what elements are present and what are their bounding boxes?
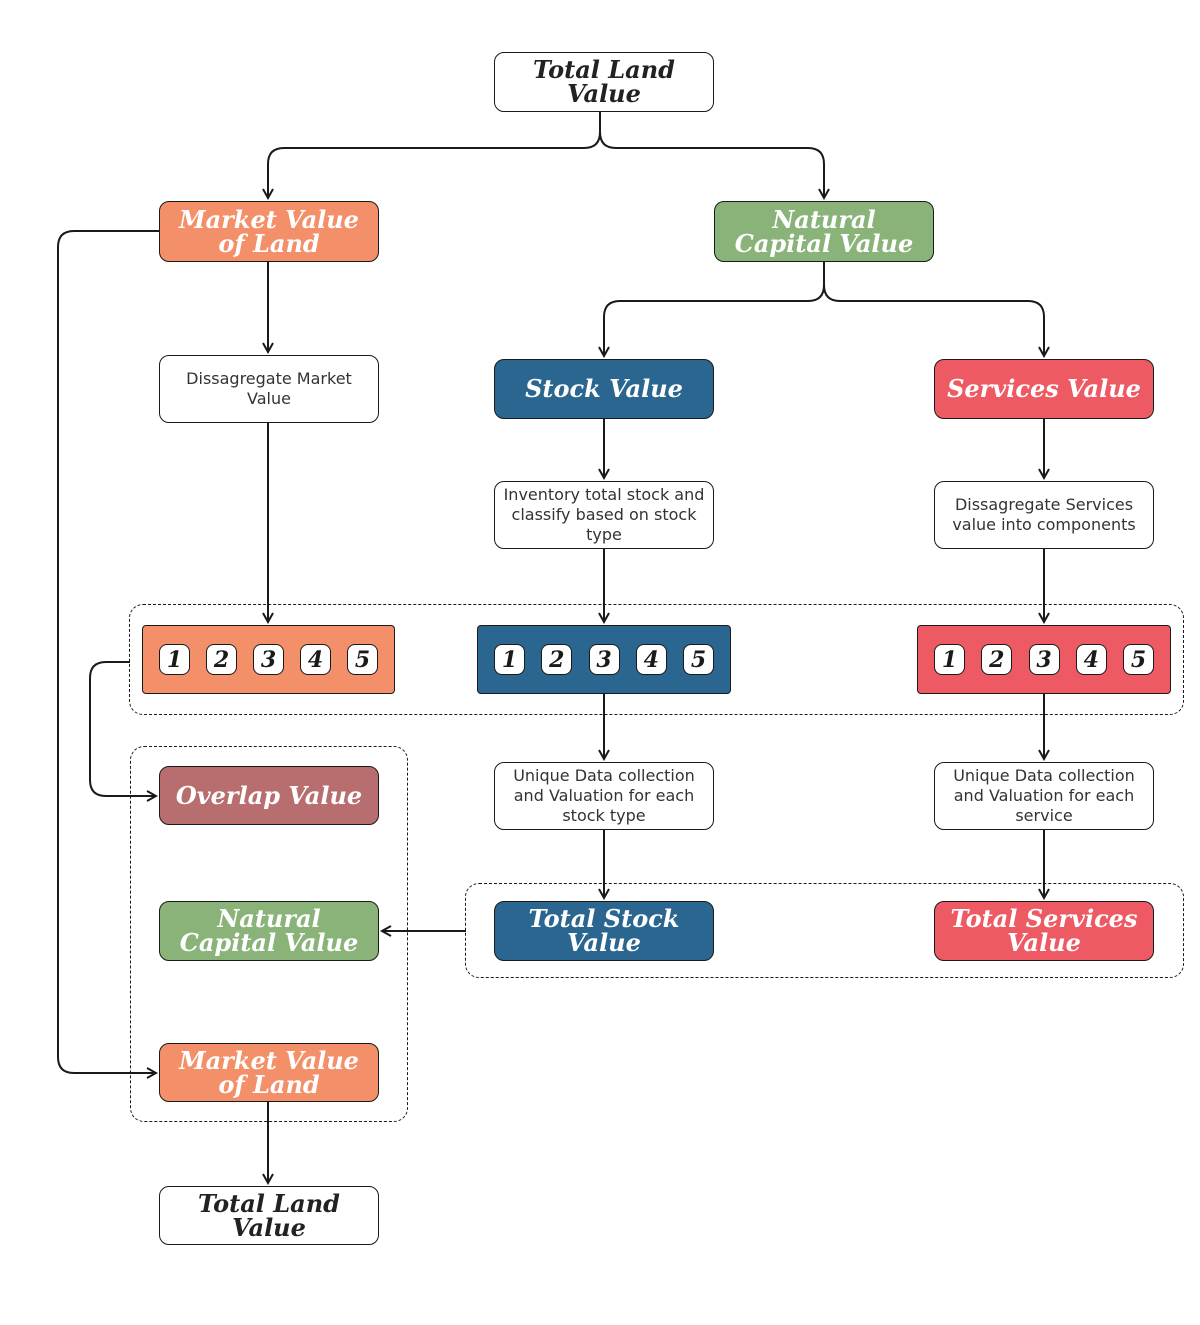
component-number: 3: [253, 644, 284, 675]
bottom-total-land-value-node: Total Land Value: [159, 1186, 379, 1245]
edge-market-to-market-sum: [57, 230, 159, 1073]
natural-capital-node: Natural Capital Value: [714, 201, 934, 262]
edge-components-to-overlap: [89, 661, 156, 796]
component-number: 5: [347, 644, 378, 675]
edge-top-to-natural: [599, 112, 824, 198]
sum-group-box: [130, 746, 408, 1122]
overlap-value-node: Overlap Value: [159, 766, 379, 825]
disaggregate-services-step: Dissagregate Services value into compone…: [934, 481, 1154, 549]
edge-natural-to-stock: [604, 262, 825, 356]
inventory-stock-step: Inventory total stock and classify based…: [494, 481, 714, 549]
component-number: 5: [683, 644, 714, 675]
component-number: 2: [981, 644, 1013, 675]
top-total-land-value-node: Total Land Value: [494, 52, 714, 112]
services-components-bar: 1 2 3 4 5: [917, 625, 1171, 694]
component-number: 4: [635, 644, 667, 675]
component-number: 3: [1028, 644, 1060, 675]
component-number: 2: [206, 644, 237, 675]
component-number: 4: [300, 644, 331, 675]
total-services-node: Total Services Value: [934, 901, 1154, 961]
component-number: 1: [934, 644, 965, 675]
total-stock-node: Total Stock Value: [494, 901, 714, 961]
sum-market-value-node: Market Value of Land: [159, 1043, 379, 1102]
disaggregate-market-step: Dissagregate Market Value: [159, 355, 379, 423]
components-group-box: [129, 604, 1184, 715]
unique-service-step: Unique Data collection and Valuation for…: [934, 762, 1154, 830]
component-number: 4: [1075, 644, 1107, 675]
component-number: 5: [1123, 644, 1154, 675]
totals-group-box: [465, 883, 1184, 978]
stock-components-bar: 1 2 3 4 5: [477, 625, 731, 694]
unique-stock-step: Unique Data collection and Valuation for…: [494, 762, 714, 830]
stock-value-node: Stock Value: [494, 359, 714, 419]
component-number: 3: [588, 644, 620, 675]
component-number: 1: [159, 644, 190, 675]
services-value-node: Services Value: [934, 359, 1154, 419]
sum-natural-capital-node: Natural Capital Value: [159, 901, 379, 961]
edge-natural-to-services: [823, 262, 1044, 356]
edge-top-to-market: [268, 112, 601, 198]
market-value-node: Market Value of Land: [159, 201, 379, 262]
market-components-bar: 1 2 3 4 5: [142, 625, 395, 694]
component-number: 1: [494, 644, 525, 675]
component-number: 2: [541, 644, 573, 675]
